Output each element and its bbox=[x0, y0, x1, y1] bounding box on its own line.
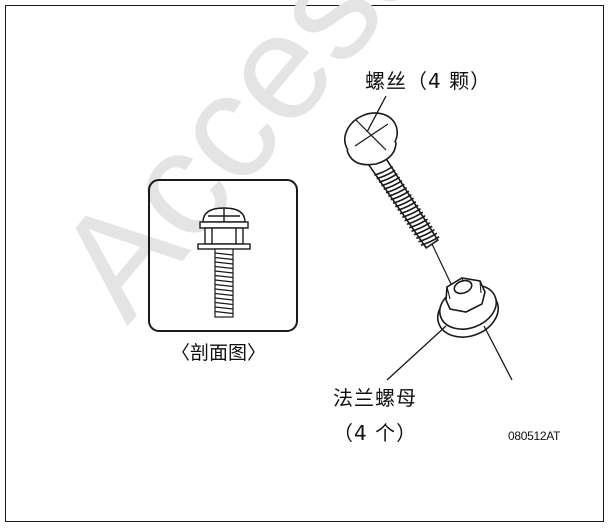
thread-line bbox=[378, 172, 398, 183]
thread-line bbox=[214, 270, 234, 274]
thread-line bbox=[402, 207, 422, 218]
thread-line bbox=[395, 197, 415, 208]
thread-line bbox=[214, 261, 234, 265]
screw-leader-line bbox=[366, 95, 387, 133]
figure-frame bbox=[5, 5, 604, 522]
thread-line bbox=[214, 306, 234, 310]
thread-line bbox=[399, 204, 419, 215]
thread-line bbox=[408, 218, 428, 229]
flange-nut-count-label: （4 个） bbox=[333, 421, 418, 445]
thread-line bbox=[214, 297, 234, 301]
thread-line bbox=[376, 169, 396, 180]
flange-nut-label: 法兰螺母 bbox=[333, 386, 417, 410]
thread-line bbox=[390, 190, 410, 201]
section-screw-shank bbox=[214, 248, 234, 318]
thread-line bbox=[418, 232, 438, 243]
thread-line bbox=[383, 179, 403, 190]
section-view-label: 〈剖面图〉 bbox=[171, 342, 267, 364]
nut-leader-line-2 bbox=[483, 325, 513, 381]
thread-line bbox=[420, 235, 440, 246]
thread-line bbox=[413, 225, 433, 236]
screw-drawing bbox=[344, 112, 440, 249]
thread-line bbox=[214, 288, 234, 292]
thread-line bbox=[388, 186, 408, 197]
section-view-box bbox=[148, 179, 298, 332]
thread-line bbox=[385, 183, 405, 194]
thread-line bbox=[214, 292, 234, 297]
screw-label: 螺丝（4 颗） bbox=[365, 69, 492, 93]
thread-line bbox=[411, 221, 431, 232]
thread-line bbox=[415, 228, 435, 239]
thread-line bbox=[381, 176, 401, 187]
alignment-line bbox=[431, 243, 453, 287]
thread-line bbox=[214, 279, 234, 283]
flange-nut-drawing bbox=[437, 277, 499, 338]
nut-leader-line bbox=[386, 325, 447, 381]
thread-line bbox=[214, 310, 234, 315]
thread-line bbox=[214, 274, 234, 279]
thread-line bbox=[214, 283, 234, 288]
thread-line bbox=[214, 265, 234, 270]
thread-line bbox=[374, 165, 394, 176]
thread-line bbox=[392, 193, 412, 204]
section-flange-nut bbox=[197, 221, 251, 250]
figure-code: 080512AT bbox=[508, 429, 561, 443]
thread-line bbox=[397, 200, 417, 211]
thread-line bbox=[406, 214, 426, 225]
thread-line bbox=[214, 252, 234, 256]
section-screw-head bbox=[202, 207, 246, 223]
thread-line bbox=[404, 211, 424, 222]
thread-line bbox=[214, 256, 234, 261]
thread-line bbox=[214, 301, 234, 306]
